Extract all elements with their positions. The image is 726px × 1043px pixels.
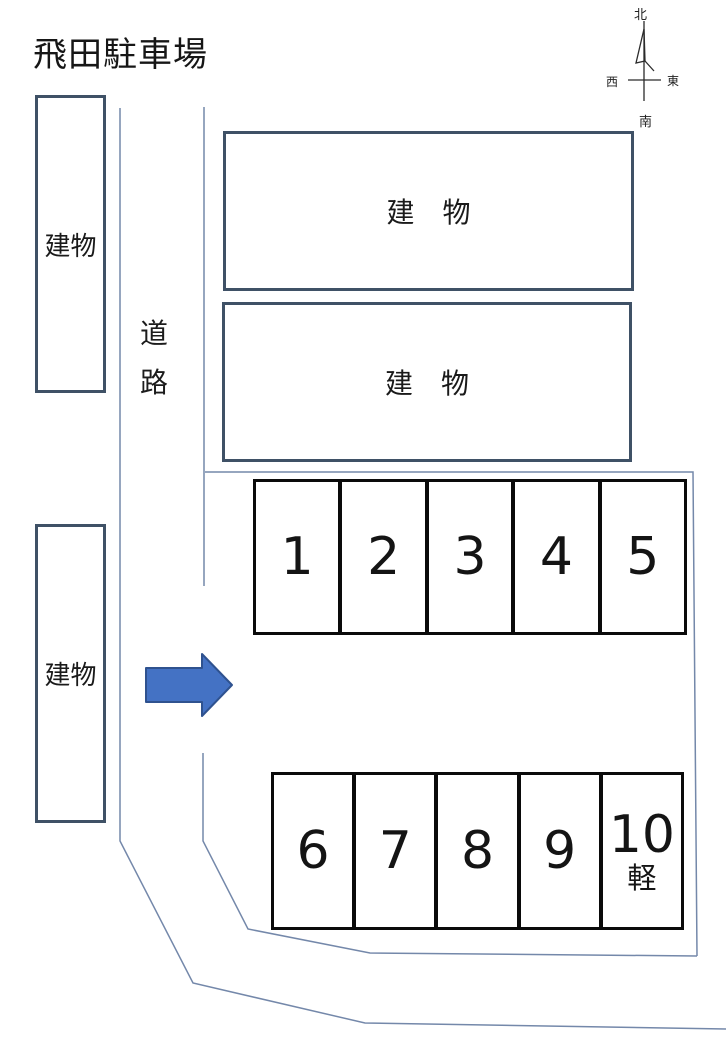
space-number: 1 (280, 527, 314, 587)
parking-space-4: 4 (511, 482, 597, 632)
space-number: 7 (378, 821, 412, 881)
parking-space-10: 10 軽 (598, 775, 681, 927)
parking-space-2: 2 (338, 482, 424, 632)
building-right-bottom-label: 建 物 (384, 367, 469, 400)
parking-space-3: 3 (424, 482, 511, 632)
road-label-char-2: 路 (139, 366, 168, 399)
road-label-char-1: 道 (139, 317, 168, 350)
entrance-arrow-icon (145, 653, 233, 717)
building-left-bottom-label: 建物 (44, 661, 97, 691)
building-left-top: 建物 (35, 95, 106, 393)
space-number: 9 (543, 821, 577, 881)
compass-west-label: 西 (606, 75, 619, 89)
parking-space-6: 6 (274, 775, 352, 927)
compass-north-label: 北 (634, 8, 648, 23)
parking-row-1-5: 1 2 3 4 5 (253, 479, 687, 635)
road-label: 道 路 (138, 320, 170, 397)
compass-east-label: 東 (667, 74, 680, 88)
compass-needle-icon (628, 21, 661, 101)
building-left-top-label: 建物 (44, 231, 97, 262)
building-left-bottom: 建物 (35, 524, 106, 823)
building-right-top-label: 建 物 (386, 196, 471, 229)
space-number: 10 (608, 805, 675, 865)
space-number: 6 (296, 821, 330, 881)
building-right-top: 建 物 (223, 131, 634, 291)
parking-space-5: 5 (597, 482, 684, 632)
space-number: 4 (539, 527, 573, 587)
compass-south-label: 南 (639, 115, 653, 130)
space-number: 3 (453, 527, 487, 587)
building-right-bottom: 建 物 (222, 302, 632, 462)
space-sub-label: 軽 (627, 861, 657, 895)
space-number: 2 (367, 527, 401, 587)
parking-space-9: 9 (516, 775, 599, 927)
space-number: 8 (460, 821, 495, 881)
space-number: 5 (626, 527, 660, 587)
parking-row-6-10: 6 7 8 9 10 軽 (271, 772, 684, 930)
parking-space-1: 1 (256, 482, 338, 632)
parking-space-7: 7 (352, 775, 434, 927)
page-title: 飛田駐車場 (33, 35, 208, 75)
parking-space-8: 8 (434, 775, 516, 927)
